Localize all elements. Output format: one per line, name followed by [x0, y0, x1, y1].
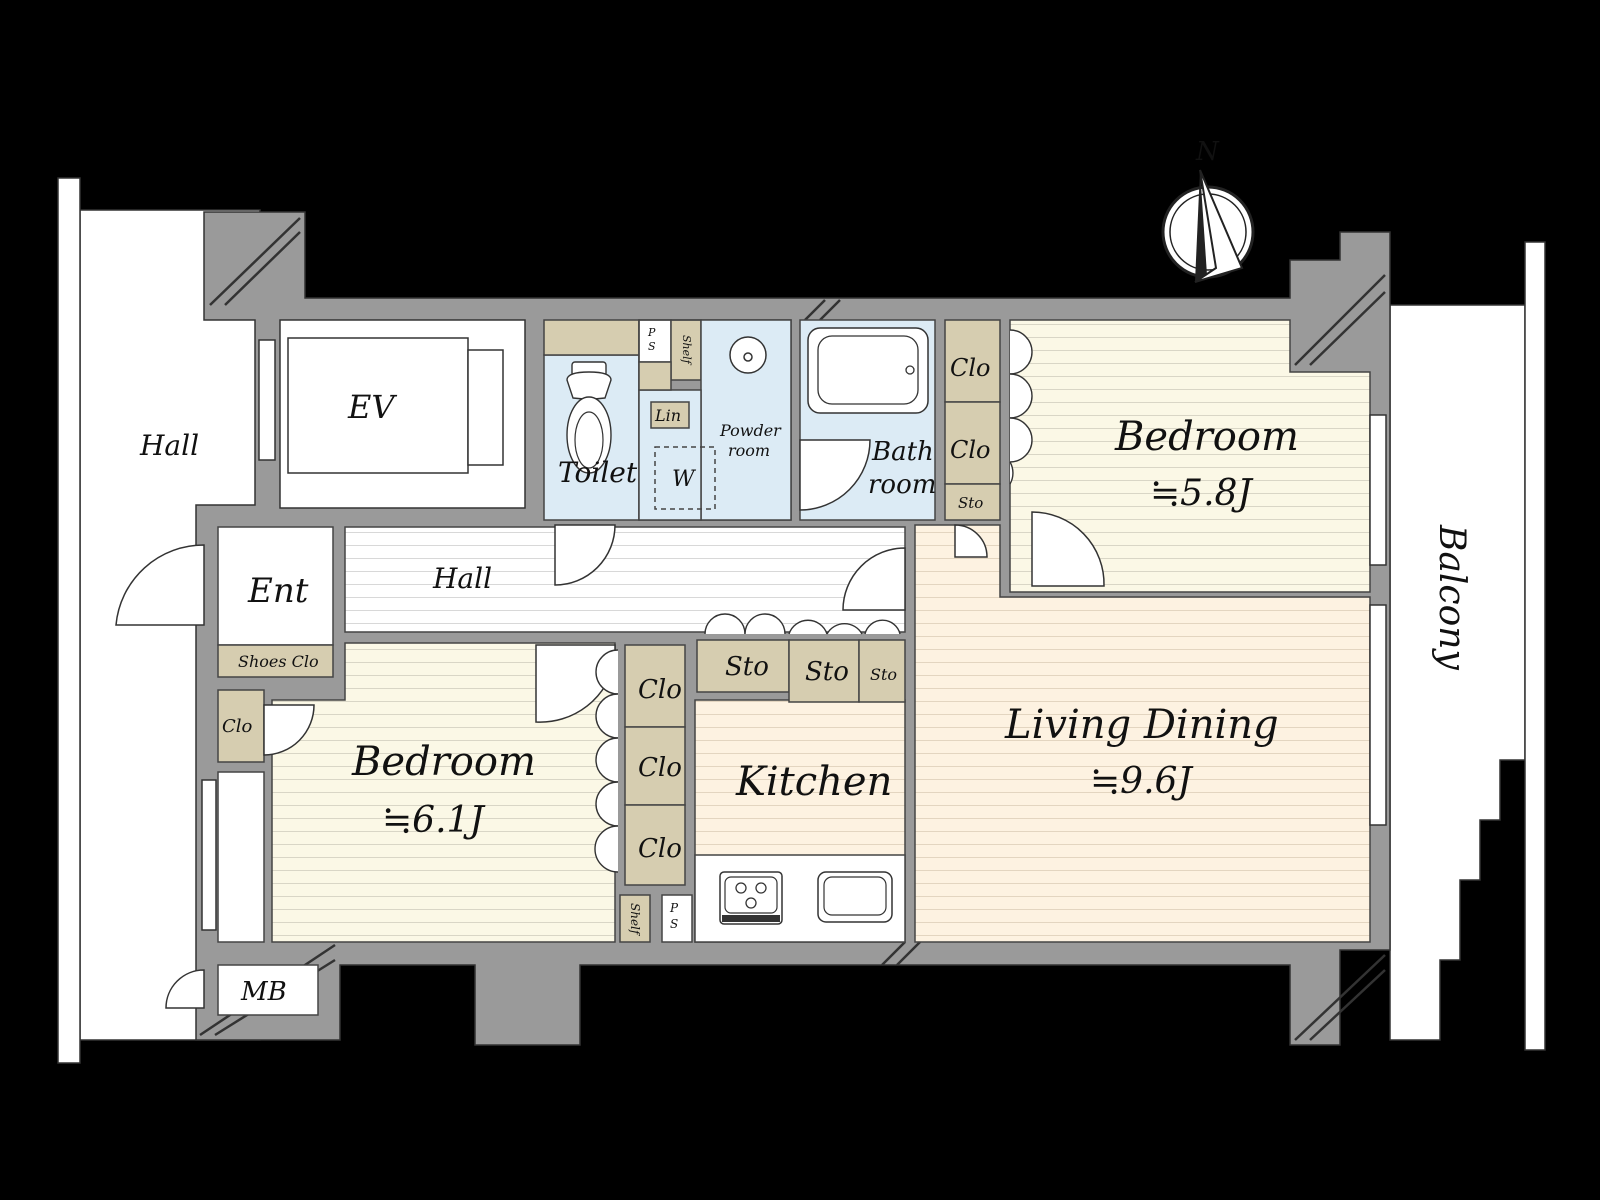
sto-b-label: Sto — [805, 657, 849, 687]
ps-bottom-label: P S — [669, 901, 682, 931]
outside-hall-label: Hall — [139, 429, 199, 462]
clo-bed2-c-box — [624, 804, 686, 886]
mb-label: MB — [240, 977, 287, 1007]
powder-room-label-2: room — [728, 441, 770, 460]
bathtub-inner-icon — [817, 335, 919, 405]
shelf-top-box — [670, 319, 702, 381]
balcony-railing — [1524, 241, 1546, 1051]
toilet-icon — [566, 361, 612, 474]
living-dining-name: Living Dining — [1004, 702, 1279, 748]
bathroom-label-1: Bath — [871, 437, 934, 467]
clo-bed1-b-label: Clo — [950, 436, 991, 464]
sink-drain-icon — [743, 352, 753, 362]
washer-label: W — [672, 467, 697, 492]
clo-bed1-a-label: Clo — [950, 354, 991, 382]
compass-north-label: N — [1195, 137, 1220, 167]
living-dining-floor — [914, 524, 1371, 943]
bed2-closet-doors — [594, 649, 619, 873]
bed1-closet-doors — [1009, 329, 1033, 485]
clo-entry-label: Clo — [222, 716, 253, 737]
mb-box — [217, 964, 319, 1016]
ps-bottom-p: P — [669, 901, 679, 915]
toilet-door — [554, 524, 616, 586]
ps-top-s: S — [648, 340, 656, 353]
shoes-clo-label: Shoes Clo — [238, 652, 319, 671]
hall-inside-label: Hall — [432, 562, 492, 595]
shelf-mid-box — [638, 361, 672, 391]
sto-a-label: Sto — [725, 652, 769, 682]
compass-icon — [1161, 169, 1255, 283]
entrance-label: Ent — [247, 571, 309, 611]
entrance-door — [115, 544, 205, 626]
shelf-bottom-box — [619, 894, 651, 943]
ev-car — [287, 337, 469, 474]
bathroom-door — [799, 439, 871, 511]
clo-bed2-b-box — [624, 726, 686, 806]
lin-box — [650, 401, 690, 429]
balcony-label: Balcony — [1431, 524, 1472, 670]
bedroom1-door — [1031, 511, 1105, 587]
sto-c-box — [858, 639, 906, 703]
clo-entry-door — [263, 704, 315, 756]
clo-bed2-a-box — [624, 644, 686, 728]
ev-label: EV — [347, 388, 397, 426]
bathtub-drain-icon — [905, 365, 915, 375]
washer-space — [654, 446, 716, 510]
toilet-top-storage — [543, 319, 640, 356]
kitchen-label: Kitchen — [735, 759, 892, 805]
sto-c-label: Sto — [870, 665, 897, 684]
living-door — [842, 547, 906, 611]
entrance-floor — [217, 526, 334, 646]
bedroom2-side-closet — [217, 771, 265, 943]
outside-railing-left — [57, 177, 81, 1064]
ev-door — [467, 349, 504, 466]
bathroom-label-2: room — [868, 470, 936, 500]
bedroom1-name: Bedroom — [1114, 414, 1299, 460]
ps-bottom-box — [661, 894, 693, 943]
bedroom2-name: Bedroom — [351, 739, 536, 785]
windows — [201, 339, 1387, 931]
sto-bed1-box — [944, 483, 1001, 521]
living-dining-size: ≒9.6J — [1090, 761, 1194, 802]
ps-top-p: P — [647, 326, 656, 339]
ps-bottom-s: S — [670, 917, 678, 931]
bedroom1-floor — [1009, 319, 1371, 593]
sto-a-box — [696, 639, 790, 693]
stove-icon — [719, 871, 783, 925]
kitchen-sink-icon — [817, 871, 893, 923]
shelf-top-label: Shelf — [680, 335, 693, 366]
lin-label: Lin — [654, 406, 681, 425]
bedroom1-size: ≒5.8J — [1150, 473, 1254, 514]
bedroom2-floor — [271, 642, 616, 943]
bedroom2-size: ≒6.1J — [382, 800, 486, 841]
clo-bed2-b-label: Clo — [638, 753, 682, 783]
sink-icon — [729, 336, 767, 374]
hall-inside-floor — [344, 526, 906, 633]
sto-bed1-label: Sto — [958, 494, 983, 512]
sto-bed1-door — [954, 524, 988, 558]
clo-bed1-a-box — [944, 319, 1001, 403]
clo-bed2-c-label: Clo — [638, 834, 682, 864]
shelf-bottom-label: Shelf — [628, 903, 642, 937]
clo-bed2-a-label: Clo — [638, 675, 682, 705]
mb-door — [165, 969, 205, 1009]
ps-top-label: P S — [647, 326, 659, 353]
shoes-clo-box — [217, 644, 334, 678]
toilet-label: Toilet — [558, 456, 638, 489]
storage-bifold-doors — [704, 613, 901, 635]
powder-room-label-1: Powder — [719, 421, 782, 440]
